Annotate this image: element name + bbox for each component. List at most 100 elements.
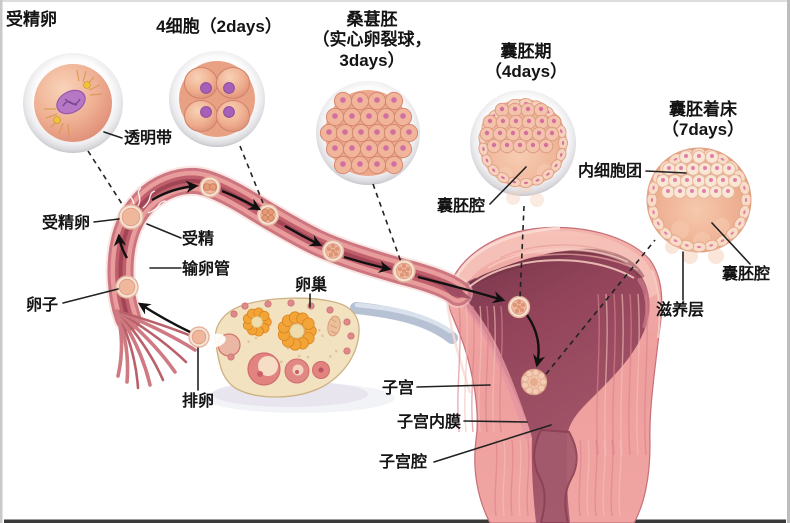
morula-cell-nucleus [400, 145, 406, 151]
implanted-center [530, 378, 538, 386]
trophoblast-cell-7d-nucleus [650, 198, 654, 202]
inner-cell-mass-cell-nucleus [690, 189, 694, 193]
blastomere [335, 247, 339, 251]
morula-cell-nucleus [383, 113, 389, 119]
inner-cell-mass-cell-nucleus [685, 178, 689, 182]
stage-circle-implantation [646, 147, 752, 264]
morula-cell-nucleus [390, 129, 396, 135]
blastomere [267, 208, 275, 216]
blastomere [402, 269, 406, 273]
morula-cell-nucleus [366, 113, 372, 119]
blastocyst-cell-nucleus [536, 130, 542, 136]
blastocyst-cell-nucleus [497, 130, 503, 136]
blastomere [398, 267, 402, 271]
stroma-speckle [254, 336, 258, 340]
morula-cell-nucleus [374, 129, 380, 135]
stage-circle-four-cell [169, 51, 265, 147]
cervical-canal [533, 428, 578, 523]
stage-circle-morula [316, 81, 420, 185]
sperm-wisps [127, 187, 167, 220]
leader-uterine-cavity [433, 424, 552, 463]
trophoblast-cell-7d-nucleus [673, 157, 678, 161]
morula-cell-nucleus [357, 161, 363, 167]
embryo-blastocyst [507, 295, 531, 319]
stroma-speckle [306, 355, 310, 359]
trophoblast-cell-7d-nucleus [730, 231, 734, 235]
dashed-connectors [87, 145, 656, 375]
muscle-striation [586, 439, 590, 517]
small-follicle [307, 302, 315, 310]
embryo-egg [188, 326, 210, 348]
muscle-striation [526, 439, 530, 517]
implanted-cell [539, 378, 547, 386]
blastocyst-cell-nucleus [491, 142, 497, 148]
inner-cell-mass-cell-nucleus [691, 166, 695, 170]
trophoblast-cell-7d-nucleus [709, 244, 714, 247]
trophoblast-cell-7d-nucleus [720, 239, 725, 243]
blastocyst-cell-nucleus [510, 130, 516, 136]
blastocyst-cell-nucleus [504, 142, 510, 148]
blastomere [261, 208, 269, 216]
connector-implantation [545, 239, 656, 375]
implanted-cell [537, 384, 545, 392]
leader-fertilization [146, 223, 182, 239]
implanted-cell [537, 372, 545, 380]
trophoblast-cell-7d-nucleus [720, 157, 725, 161]
uterus-fundus-highlight [452, 230, 657, 302]
muscle-striation [485, 305, 489, 433]
inner-cell-mass-cell-nucleus [678, 189, 682, 193]
muscle-striation [620, 293, 624, 456]
trophoblast-cell-7d-nucleus [743, 185, 746, 190]
blastomere [406, 267, 410, 271]
embryo-body [191, 329, 207, 345]
leader-lines [62, 131, 751, 463]
blastocyst-cell-nucleus [517, 142, 523, 148]
arrow-over-top [151, 180, 199, 202]
trophoblast-cell-7d-nucleus [652, 210, 655, 215]
trophoblast-cell-nucleus [561, 141, 565, 145]
inner-cell-mass-cell-nucleus [721, 178, 725, 182]
stroma-speckle [321, 334, 324, 338]
implanted-cell [521, 375, 529, 383]
trophoblast-cell-nucleus [512, 180, 517, 184]
inner-cell-mass-cell-nucleus [697, 178, 701, 182]
trophoblast-cell-nucleus [554, 163, 558, 168]
embryo-morula [392, 259, 416, 283]
blastomere [261, 214, 269, 222]
trophoblast-cell-7d-nucleus [673, 239, 678, 243]
trophoblast-cell-nucleus [482, 146, 485, 151]
travelling-embryos [115, 176, 548, 396]
muscle-striation [494, 439, 498, 517]
leader-blastocoel-left [489, 166, 527, 205]
blastocyst-cell-nucleus [530, 142, 536, 148]
corpus-luteum-center [251, 316, 263, 328]
trophoblast-cell-nucleus [560, 129, 563, 134]
small-follicle [264, 300, 272, 308]
embryo-implanted [520, 368, 548, 396]
embryo-body [118, 278, 136, 296]
small-follicle [227, 353, 235, 361]
morula-cell-nucleus [357, 97, 363, 103]
leader-zona [103, 131, 123, 139]
blastocyst-cell-nucleus [523, 130, 529, 136]
arrow-tube-2 [221, 189, 262, 211]
small-follicle [347, 332, 355, 340]
fimbria-finger [115, 309, 177, 374]
implanted-cell [521, 381, 529, 389]
arrow-tube-4 [343, 255, 392, 273]
blastocyst-cell-nucleus [538, 106, 544, 112]
endometrium-lining-right [637, 277, 651, 329]
trophoblast-cell-nucleus [523, 181, 528, 184]
morula-cell-nucleus [374, 161, 380, 167]
embryo-morula [321, 239, 345, 263]
trophoblast-cell-nucleus [492, 168, 496, 172]
embryo-fertilized [118, 204, 144, 230]
ovary-graphic [195, 297, 395, 413]
morula-cell-nucleus [374, 97, 380, 103]
morula-cell-nucleus [332, 145, 338, 151]
myometrium-striations [457, 293, 648, 517]
inner-cell-mass-cell-nucleus [666, 189, 670, 193]
